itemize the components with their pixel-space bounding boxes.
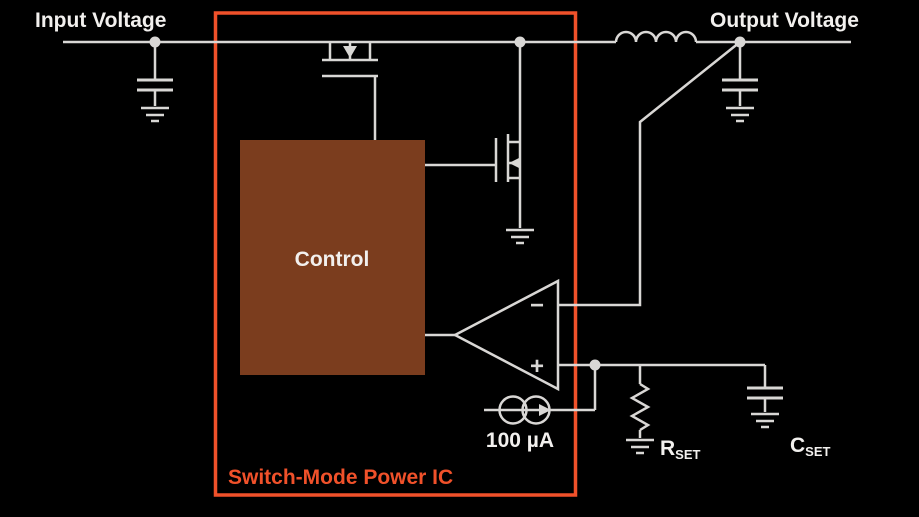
comparator-triangle: [452, 278, 560, 392]
rset-sub-text: SET: [675, 447, 700, 462]
resistor-zigzag: [629, 382, 651, 432]
comparator-symbol: − +: [425, 278, 560, 392]
current-source-symbol: [484, 365, 597, 425]
cset-sub-text: SET: [805, 444, 830, 459]
control-label: Control: [295, 248, 370, 271]
input-capacitor-symbol: [137, 44, 173, 106]
junction-dot: [589, 359, 601, 371]
cset-main-text: C: [790, 434, 805, 457]
output-ground-symbol: [726, 106, 754, 123]
junction-dot: [149, 36, 161, 48]
cset-ground-symbol: [751, 412, 779, 429]
input-ground-symbol: [141, 106, 169, 123]
source-circle: [498, 395, 528, 425]
mosfet-arrow-icon: [509, 157, 521, 169]
output-capacitor-symbol: [722, 44, 758, 106]
control-block: [240, 140, 425, 375]
inductor-symbol: [614, 30, 698, 43]
comparator-minus-label: −: [530, 292, 544, 319]
ic-boundary-box: [213, 11, 578, 497]
junction-dot: [734, 36, 746, 48]
current-source-label: 100 µA: [486, 429, 554, 452]
input-voltage-label: Input Voltage: [35, 9, 166, 32]
pass-mosfet-symbol: [322, 42, 378, 140]
mosfet-arrow-icon: [343, 46, 357, 58]
output-voltage-label: Output Voltage: [710, 9, 859, 32]
sync-mosfet-ground-symbol: [506, 228, 534, 245]
cset-label: CSET: [790, 434, 831, 459]
top-rail-wire: [63, 30, 851, 44]
rset-ground-symbol: [626, 438, 654, 455]
current-arrow-icon: [539, 404, 551, 416]
rset-main-text: R: [660, 437, 675, 460]
rset-resistor-symbol: [629, 365, 651, 438]
junction-dot: [514, 36, 526, 48]
ic-boundary-label: Switch-Mode Power IC: [228, 466, 453, 489]
rset-label: RSET: [660, 437, 701, 462]
cset-capacitor-symbol: [747, 365, 783, 412]
feedback-wire: [558, 41, 741, 307]
comparator-plus-label: +: [530, 353, 544, 380]
sync-mosfet-symbol: [425, 44, 522, 228]
